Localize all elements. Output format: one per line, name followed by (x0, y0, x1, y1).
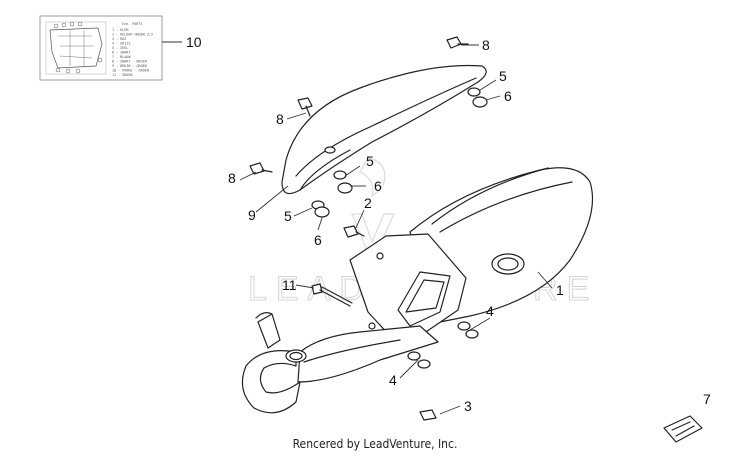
washer-5-6-mid (333, 170, 353, 194)
callouts: 10 8 5 6 8 5 6 8 9 5 6 2 11 1 4 4 3 7 (186, 34, 711, 414)
exhaust-header-pipe (241, 312, 439, 414)
nut-3 (419, 409, 437, 421)
inset-title: Exh. PARTS (122, 22, 142, 26)
callout-11: 11 (282, 277, 297, 293)
inset-label-sheet: Exh. PARTS 1 - KLEM 2 - KELDER GROEN 2/3… (39, 15, 163, 81)
washer-5-6-top (467, 87, 488, 108)
inset-legend-1: 2 - KELDER GROEN 2/3 (112, 33, 153, 37)
callout-4-lower: 4 (389, 372, 397, 388)
callout-6-mid: 6 (374, 178, 382, 194)
callout-4-right: 4 (486, 303, 494, 319)
inset-legend-8: 9 - BRUIN - GROEN (112, 64, 147, 68)
inset-legend-7: 8 - ZWART - BRUIN (112, 60, 147, 64)
bolt-8-top (446, 36, 469, 49)
inset-legend-0: 1 - KLEM (112, 28, 128, 32)
callout-9: 9 (248, 207, 256, 223)
callout-6-left: 6 (314, 232, 322, 248)
inset-legend-10: 11 - GROEN (112, 73, 132, 77)
callout-5-mid: 5 (366, 153, 374, 169)
inset-legend-4: 5 - GEEL (112, 46, 128, 50)
heat-shield (281, 64, 487, 195)
washer-4-right (457, 321, 479, 339)
washer-5-6-left (311, 200, 330, 218)
bolt-8-mid (297, 97, 313, 117)
bolt-11 (311, 283, 353, 307)
clip-7 (663, 415, 703, 443)
inset-legend-9: 10 - PAARS - GROEN (112, 69, 149, 73)
callout-8-top: 8 (482, 37, 490, 53)
callout-8-left: 8 (228, 170, 236, 186)
footer-credit: Rencered by LeadVenture, Inc. (292, 437, 458, 451)
callout-3: 3 (464, 398, 472, 414)
washer-4-lower (407, 351, 431, 369)
bolt-2 (343, 225, 365, 238)
callout-7: 7 (703, 391, 711, 407)
callout-6-top: 6 (504, 88, 512, 104)
inset-legend-3: 4 - GRIJS (112, 42, 130, 46)
leader-lines (162, 41, 553, 415)
muffler-bracket (349, 233, 467, 337)
inset-legend-6: 7 - BLAUW (112, 55, 131, 59)
callout-5-top: 5 (499, 68, 507, 84)
callout-10: 10 (186, 34, 202, 50)
callout-1: 1 (556, 282, 564, 298)
callout-5-left: 5 (284, 208, 292, 224)
fasteners (249, 36, 703, 443)
callout-2: 2 (364, 195, 372, 211)
inset-legend-5: 6 - ZWART (112, 51, 130, 55)
bolt-8-left (249, 162, 273, 175)
callout-8-mid: 8 (276, 111, 284, 127)
inset-legend-2: 3 - ROZ (112, 37, 126, 41)
